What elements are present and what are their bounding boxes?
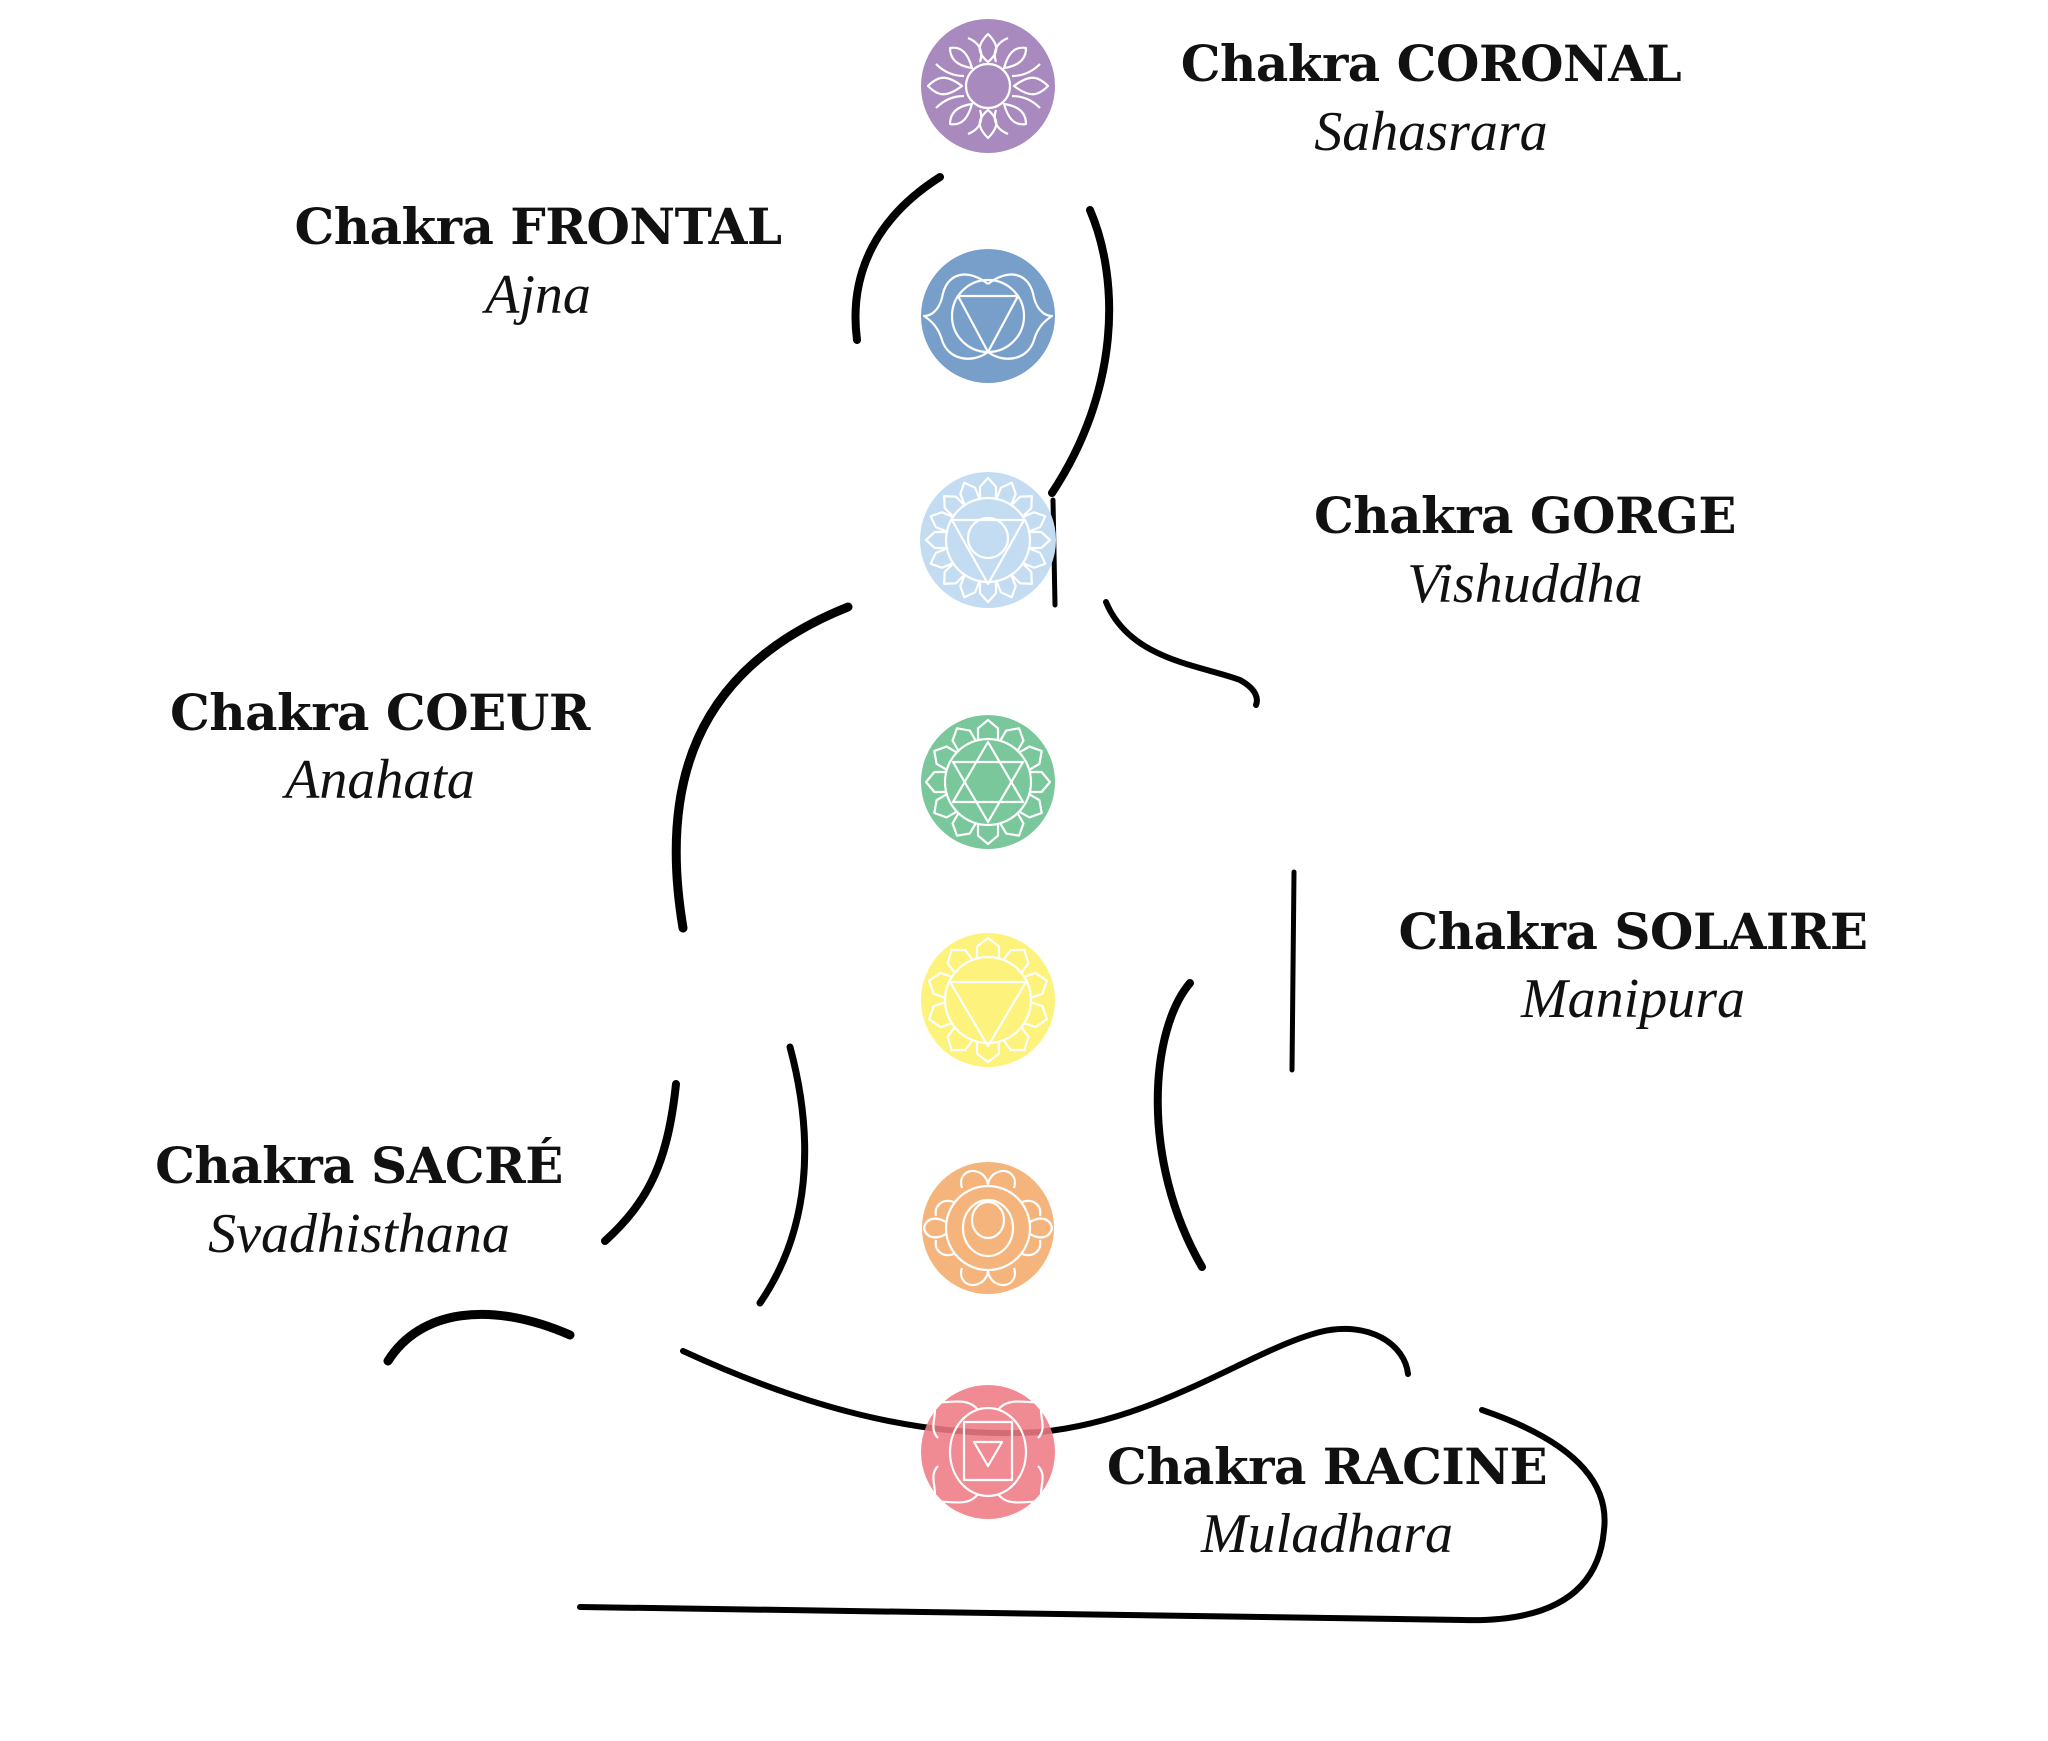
petal xyxy=(1002,948,1030,974)
chakra-coronal-disc xyxy=(921,19,1055,153)
arm-left-contour xyxy=(601,1080,680,1245)
petal xyxy=(959,573,982,599)
petal xyxy=(943,561,967,585)
petal xyxy=(1023,971,1049,999)
chakra-coeur-disc xyxy=(921,715,1055,849)
petal xyxy=(1017,792,1043,819)
torso-right-contour xyxy=(1289,869,1297,1073)
petal xyxy=(975,936,1001,959)
petal xyxy=(1009,561,1033,585)
petal xyxy=(933,792,959,819)
meditating-body-silhouette xyxy=(383,173,1608,1624)
petal xyxy=(943,495,967,519)
head-left-contour xyxy=(851,173,944,344)
label-sacre-sanskrit: Svadhisthana xyxy=(208,1203,510,1265)
label-solaire-title: Chakra SOLAIRE xyxy=(1398,902,1867,961)
label-coeur-title: Chakra COEUR xyxy=(170,683,591,742)
chakra-coronal xyxy=(921,19,1055,153)
label-solaire: Chakra SOLAIRE Manipura xyxy=(1398,902,1868,1030)
petal xyxy=(994,481,1017,507)
label-solaire-sanskrit: Manipura xyxy=(1520,968,1745,1030)
label-racine-sanskrit: Muladhara xyxy=(1200,1503,1453,1565)
petal xyxy=(924,770,947,794)
chakra-solaire xyxy=(921,933,1055,1067)
petal xyxy=(994,573,1017,599)
petal xyxy=(924,530,948,550)
petal xyxy=(1002,1026,1030,1052)
petal xyxy=(946,1026,974,1052)
petal xyxy=(998,727,1025,753)
ten-petal-triangle-icon xyxy=(927,936,1049,1064)
label-coronal-sanskrit: Sahasrara xyxy=(1314,101,1547,163)
petal xyxy=(1009,495,1033,519)
label-gorge-title: Chakra GORGE xyxy=(1314,486,1736,545)
knee-left-contour xyxy=(383,1309,575,1366)
petal xyxy=(959,481,982,507)
head-right-contour xyxy=(1048,206,1114,497)
chakra-frontal xyxy=(921,249,1055,383)
shoulder-right-contour xyxy=(1103,599,1260,708)
label-coeur-sanskrit: Anahata xyxy=(281,749,475,811)
label-racine-title: Chakra RACINE xyxy=(1107,1437,1547,1496)
label-coeur: Chakra COEUR Anahata xyxy=(170,683,591,811)
petal xyxy=(975,1041,1001,1064)
petal xyxy=(978,476,998,500)
chakra-gorge xyxy=(920,472,1056,608)
petal xyxy=(927,1001,953,1029)
label-sacre: Chakra SACRÉ Svadhisthana xyxy=(155,1136,563,1265)
petal xyxy=(946,948,974,974)
label-frontal-title: Chakra FRONTAL xyxy=(294,197,781,256)
four-petal-square-icon xyxy=(932,1400,1044,1504)
chakra-racine xyxy=(921,1385,1055,1519)
two-petal-triangle-icon xyxy=(922,273,1054,360)
chakra-coeur xyxy=(921,715,1055,849)
petal xyxy=(933,745,959,772)
arm-right-contour xyxy=(1153,979,1206,1271)
sixteen-petal-triangle-icon xyxy=(924,476,1052,604)
petal xyxy=(1023,1001,1049,1029)
petal xyxy=(951,811,978,837)
chakra-racine-disc xyxy=(921,1385,1055,1519)
shoulder-left-contour xyxy=(671,602,853,933)
petal xyxy=(998,811,1025,837)
chakra-solaire-disc xyxy=(921,933,1055,1067)
label-gorge-sanskrit: Vishuddha xyxy=(1407,553,1642,615)
petal xyxy=(1021,511,1047,534)
leg-front-contour xyxy=(680,1325,1411,1437)
petal xyxy=(1029,770,1052,794)
label-coronal: Chakra CORONAL Sahasrara xyxy=(1181,34,1682,163)
chakra-sacre-disc xyxy=(922,1162,1054,1294)
petal xyxy=(976,718,1000,741)
petal xyxy=(976,823,1000,846)
label-sacre-title: Chakra SACRÉ xyxy=(155,1136,563,1195)
petal xyxy=(929,511,955,534)
label-frontal: Chakra FRONTAL Ajna xyxy=(294,197,782,326)
twelve-petal-hexagram-icon xyxy=(924,718,1052,846)
inner-arm-left-contour xyxy=(756,1043,809,1307)
petal xyxy=(951,727,978,753)
petal xyxy=(1017,745,1043,772)
chakra-frontal-disc xyxy=(921,249,1055,383)
label-frontal-sanskrit: Ajna xyxy=(481,264,591,326)
thousand-petal-lotus-icon xyxy=(926,32,1050,140)
petal xyxy=(929,546,955,569)
label-gorge: Chakra GORGE Vishuddha xyxy=(1314,486,1736,615)
label-racine: Chakra RACINE Muladhara xyxy=(1107,1437,1548,1565)
six-petal-crescent-icon xyxy=(922,1169,1054,1287)
petal xyxy=(1028,530,1052,550)
petal xyxy=(978,580,998,604)
petal xyxy=(1021,546,1047,569)
chakra-gorge-disc xyxy=(920,472,1056,608)
chakra-sacre xyxy=(922,1162,1054,1294)
foot-right-contour xyxy=(577,1407,1608,1624)
petal xyxy=(927,971,953,999)
label-coronal-title: Chakra CORONAL xyxy=(1181,34,1682,93)
